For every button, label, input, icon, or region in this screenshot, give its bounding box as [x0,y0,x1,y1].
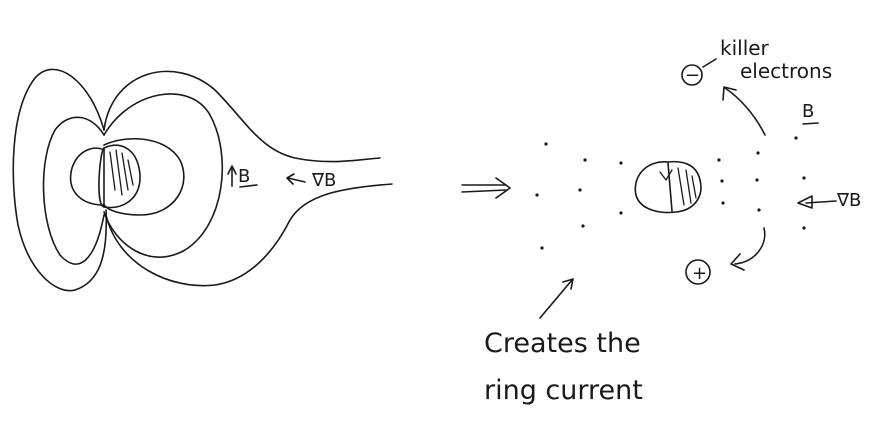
caption-line1: Creates the [484,328,641,359]
field-line-outer-left [12,68,108,292]
particle-dot [721,201,725,205]
field-b-label-left: B [238,166,250,187]
right-ring-current: − killer electrons B ∇B + [484,36,861,406]
particle-dot [578,188,582,192]
field-line-mid-left [42,116,105,265]
transition-arrow [461,177,511,199]
ion-symbol: + [692,263,707,284]
particle-dot [540,246,544,250]
field-b-label-right: B [802,101,814,122]
field-line-mid-right [103,93,224,258]
electron-drift-arrow [722,86,766,136]
electron-marker: − [681,58,717,86]
particle-dot [583,158,587,162]
gradient-label-right: ∇B [836,190,861,211]
ion-marker: + [685,259,711,285]
particle-dot [619,161,623,165]
gradient-arrow-right [797,195,837,209]
caption-pointer-arrow [539,278,574,319]
field-line-tail-lower [105,183,393,287]
field-line-inner-right [103,137,185,216]
field-b-underline-right [802,122,819,125]
particle-dot [802,176,806,180]
field-b-arrow-left [227,165,237,187]
particle-dot [794,136,798,140]
earth-left [98,144,141,209]
field-line-inner-left [69,147,105,206]
particle-dot [757,208,761,212]
earth-right [634,160,702,214]
ion-drift-arrow [730,227,766,271]
particle-dot [720,179,724,183]
particle-dot [802,226,806,230]
particle-dots [535,136,806,250]
particle-dot [581,224,585,228]
particle-dot [619,211,623,215]
gradient-arrow-left [286,173,306,185]
particle-dot [544,142,548,146]
gradient-label-left: ∇B [311,170,336,191]
left-magnetosphere: B ∇B [12,68,393,292]
electron-label-line1: killer [720,36,770,60]
field-b-underline-left [239,184,258,188]
caption-line2: ring current [484,375,643,406]
particle-dot [755,178,759,182]
particle-dot [717,158,721,162]
electron-symbol: − [685,65,700,86]
electron-label-line2: electrons [740,59,832,83]
particle-dot [535,193,539,197]
field-line-tail-upper [103,70,381,163]
particle-dot [756,151,760,155]
